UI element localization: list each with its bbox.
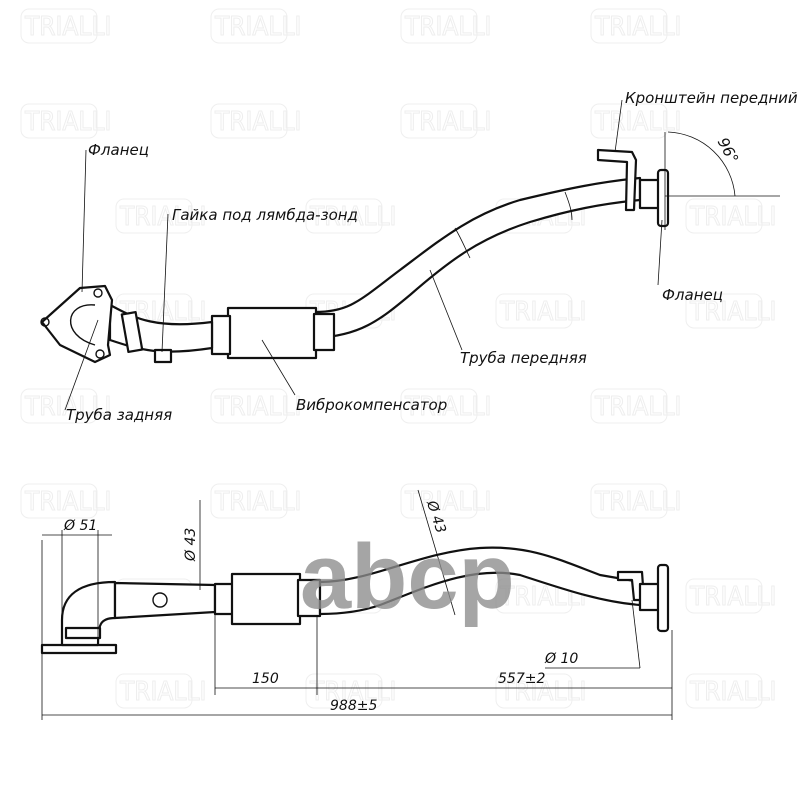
lambda-nut-shape xyxy=(153,348,173,364)
trialli-watermark: TRIALLI xyxy=(214,107,301,137)
abcp-watermark-logo: abcp xyxy=(300,526,515,628)
trialli-watermark: TRIALLI xyxy=(214,487,301,517)
trialli-watermark-frame xyxy=(210,483,288,519)
side-flex-joint xyxy=(230,572,302,626)
trialli-watermark-frame xyxy=(305,198,383,234)
trialli-watermark: TRIALLI xyxy=(689,202,776,232)
trialli-watermark: TRIALLI xyxy=(499,677,586,707)
trialli-watermark-frame xyxy=(590,8,668,44)
side-flange-left xyxy=(40,643,118,655)
trialli-watermark-frame xyxy=(210,8,288,44)
trialli-watermark-frame xyxy=(20,8,98,44)
trialli-watermark: TRIALLI xyxy=(309,677,396,707)
trialli-watermark: TRIALLI xyxy=(404,392,491,422)
trialli-watermark: TRIALLI xyxy=(689,677,776,707)
trialli-watermark-frame xyxy=(495,293,573,329)
trialli-watermark-frame xyxy=(590,103,668,139)
label-lambda-nut: Гайка под лямбда-зонд xyxy=(172,206,358,224)
dim-total-length: 988±5 xyxy=(330,698,377,714)
label-flex-joint: Виброкомпенсатор xyxy=(296,396,447,414)
trialli-watermark-frame xyxy=(400,388,478,424)
trialli-watermark-frame xyxy=(20,103,98,139)
trialli-watermark-frame xyxy=(20,483,98,519)
trialli-watermark-frame xyxy=(210,103,288,139)
label-rear-pipe: Труба задняя xyxy=(66,406,172,424)
trialli-watermark-frame xyxy=(685,293,763,329)
trialli-watermark-frame xyxy=(400,8,478,44)
top-view: Кронштейн передний 96° Фланец Фланец Гай… xyxy=(40,89,798,424)
trialli-watermark: TRIALLI xyxy=(689,582,776,612)
side-view: Ø 51 Ø 43 Ø 43 Ø 10 150 557±2 988±5 xyxy=(40,489,673,720)
trialli-watermark: TRIALLI xyxy=(404,487,491,517)
trialli-watermark: TRIALLI xyxy=(404,12,491,42)
label-flange-left: Фланец xyxy=(88,141,149,159)
trialli-watermark: TRIALLI xyxy=(214,392,301,422)
trialli-watermark-frame xyxy=(400,103,478,139)
watermark-grid: TRIALLI TRIALLI TRIALLI TRIALLI TRIALLI TRIAL… xyxy=(20,8,777,709)
trialli-watermark-frame xyxy=(20,388,98,424)
bracket-shape xyxy=(596,148,638,212)
trialli-watermark: TRIALLI xyxy=(119,202,206,232)
dim-flange-diameter: Ø 51 xyxy=(63,518,97,534)
trialli-watermark: TRIALLI xyxy=(594,107,681,137)
trialli-watermark: TRIALLI xyxy=(499,297,586,327)
trialli-watermark-frame xyxy=(685,673,763,709)
trialli-watermark-frame xyxy=(685,198,763,234)
trialli-watermark-frame xyxy=(685,578,763,614)
trialli-watermark: TRIALLI xyxy=(24,107,111,137)
trialli-watermark-frame xyxy=(305,673,383,709)
label-bracket-front: Кронштейн передний xyxy=(625,89,798,107)
trialli-watermark: TRIALLI xyxy=(119,677,206,707)
flex-joint-shape xyxy=(226,306,318,360)
trialli-watermark: TRIALLI xyxy=(689,297,776,327)
dim-front-length: 557±2 xyxy=(498,671,545,687)
trialli-watermark-frame xyxy=(115,198,193,234)
trialli-watermark-frame xyxy=(115,673,193,709)
trialli-watermark-frame xyxy=(400,483,478,519)
trialli-watermark-frame xyxy=(495,673,573,709)
label-angle: 96° xyxy=(714,135,742,167)
trialli-watermark: TRIALLI xyxy=(404,107,491,137)
trialli-watermark-frame xyxy=(590,388,668,424)
dim-pipe-diameter-left: Ø 43 xyxy=(183,528,199,562)
dim-bracket-diameter: Ø 10 xyxy=(544,651,578,667)
trialli-watermark: TRIALLI xyxy=(309,202,396,232)
trialli-watermark: TRIALLI xyxy=(24,392,111,422)
trialli-watermark: TRIALLI xyxy=(214,12,301,42)
trialli-watermark: TRIALLI xyxy=(24,487,111,517)
label-front-pipe: Труба передняя xyxy=(460,349,587,367)
trialli-watermark: TRIALLI xyxy=(594,487,681,517)
trialli-watermark: TRIALLI xyxy=(24,12,111,42)
trialli-watermark-frame xyxy=(210,388,288,424)
dim-flex-length: 150 xyxy=(252,671,279,687)
trialli-watermark-frame xyxy=(590,483,668,519)
right-flange-shape xyxy=(656,168,670,228)
trialli-watermark: TRIALLI xyxy=(594,392,681,422)
label-flange-right: Фланец xyxy=(662,286,723,304)
trialli-watermark: TRIALLI xyxy=(594,12,681,42)
